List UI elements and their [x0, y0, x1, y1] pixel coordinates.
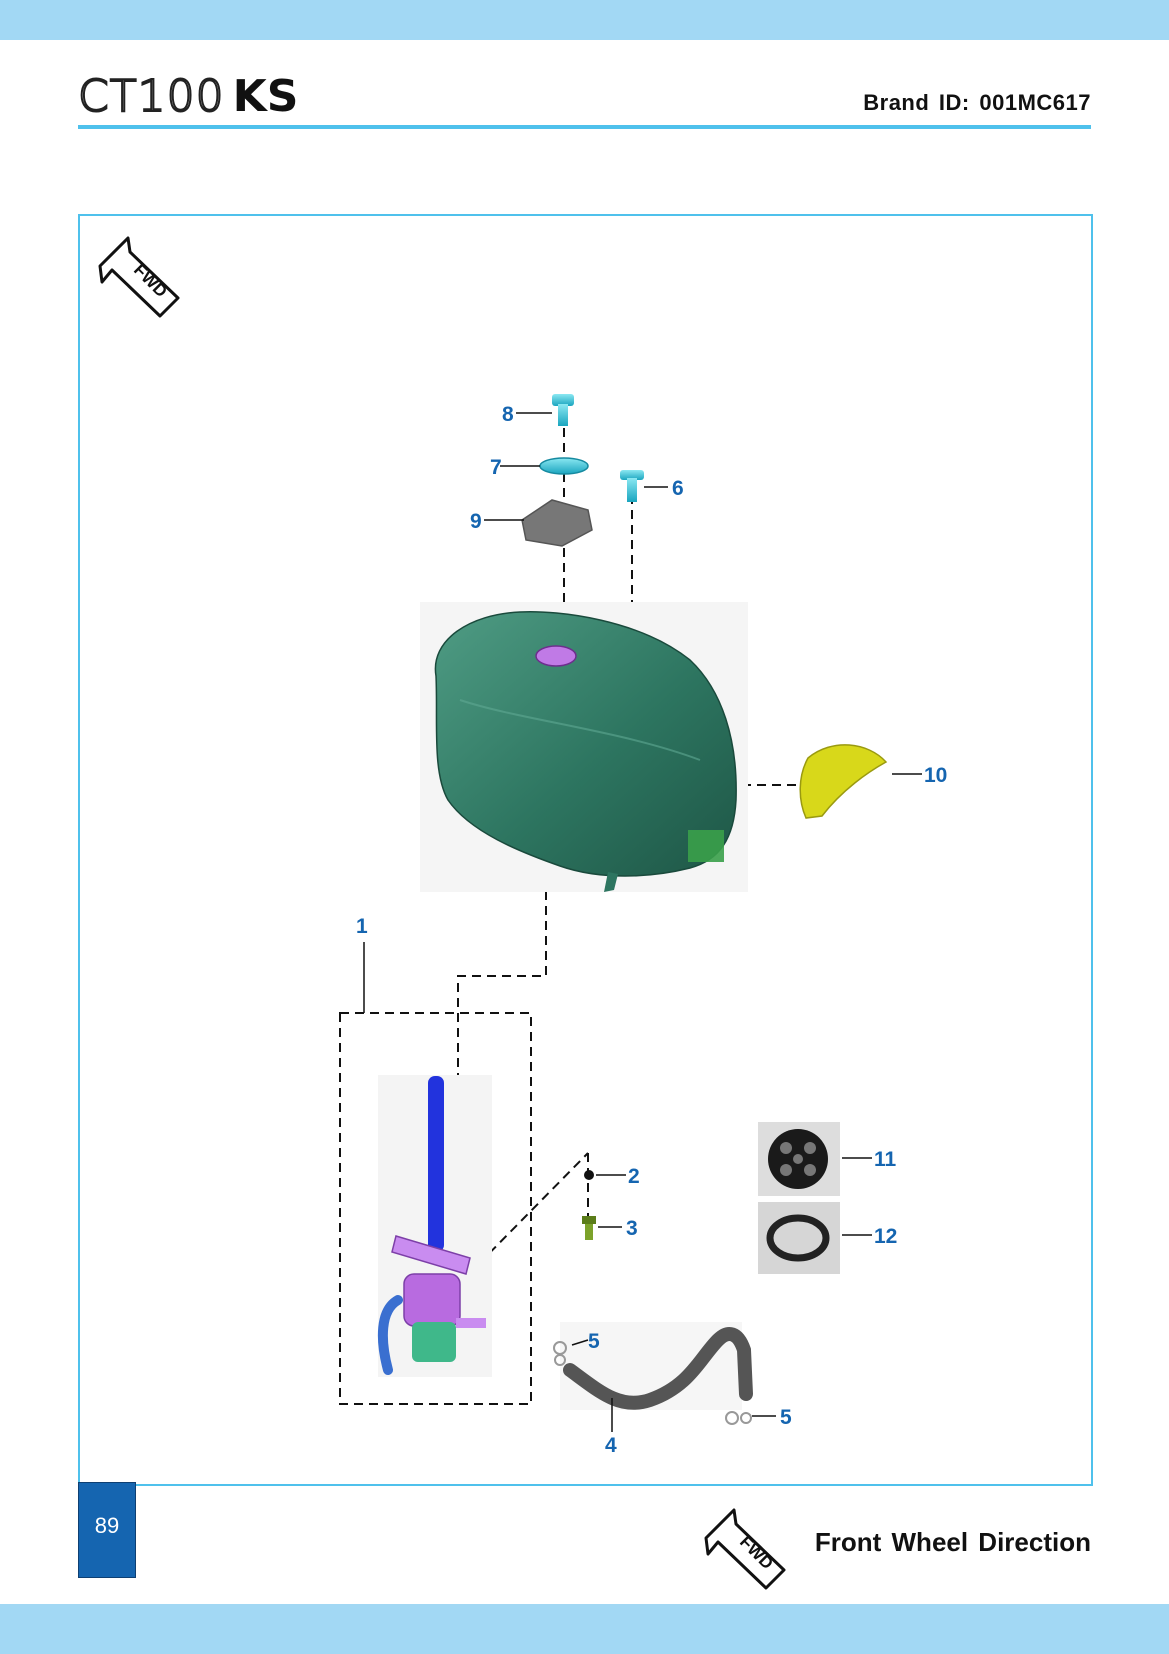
front-wheel-direction-caption: Front Wheel Direction: [814, 1527, 1091, 1557]
part-2-washer: [584, 1170, 594, 1180]
page-number: 89: [94, 1513, 120, 1538]
page-number-box: 89: [78, 1482, 136, 1578]
part-4-fuel-hose: [563, 1327, 753, 1410]
part-6-bolt: [620, 470, 644, 502]
part-10-rubber: [799, 744, 888, 819]
top-band: [0, 0, 1169, 40]
header-rule: [78, 125, 1091, 129]
callout-7: 7: [490, 456, 502, 479]
callout-12: 12: [874, 1225, 897, 1248]
callout-5-bottom: 5: [780, 1406, 792, 1429]
bottom-band: [0, 1604, 1169, 1654]
part-11-filter: [768, 1129, 828, 1189]
callout-4: 4: [605, 1434, 617, 1457]
part-1-fuel-tap: [377, 1076, 486, 1375]
callout-8: 8: [502, 403, 514, 426]
callout-6: 6: [672, 477, 684, 500]
fuel-tank: [434, 611, 737, 892]
callout-2: 2: [628, 1165, 640, 1188]
part-5-clip-top: [553, 1341, 567, 1366]
part-8-bolt: [552, 394, 574, 426]
logo-model: CT100: [77, 71, 225, 122]
diagram-frame: [78, 214, 1093, 1486]
logo-variant: KS: [232, 71, 299, 122]
model-logo: CT100 KS: [77, 71, 299, 122]
callout-3: 3: [626, 1217, 638, 1240]
callout-10: 10: [924, 764, 947, 787]
callout-labels: 1 2 3 4 5 5 6 7 8 9 10 11 12: [356, 403, 947, 1457]
footer-fwd-arrow-icon: FWD: [704, 1508, 786, 1590]
callout-9: 9: [470, 510, 482, 533]
part-9-bracket: [521, 499, 593, 547]
callout-11: 11: [874, 1148, 897, 1171]
part-5-clip-bottom: [725, 1411, 752, 1425]
leader-lines: [363, 412, 922, 1432]
part-3-screw: [582, 1216, 596, 1240]
part-12-o-ring: [766, 1214, 830, 1262]
callout-5-top: 5: [588, 1330, 600, 1353]
callout-1: 1: [356, 915, 368, 938]
brand-id: Brand ID: 001MC617: [863, 90, 1091, 115]
